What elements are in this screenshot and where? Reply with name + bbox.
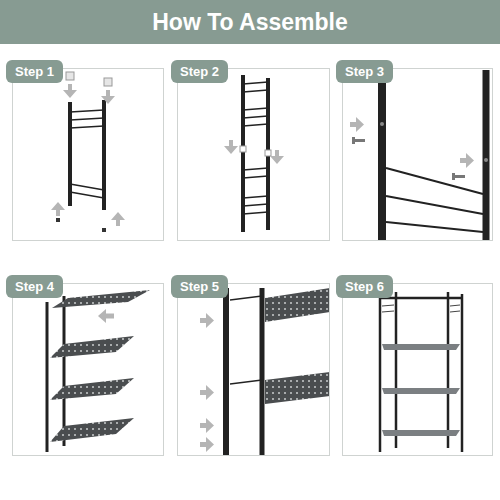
step-panel: Step 1 xyxy=(12,68,164,241)
page-title: How To Assemble xyxy=(0,0,500,44)
step-label: Step 6 xyxy=(336,275,393,298)
step-panel: Step 5 xyxy=(177,283,330,456)
step-panel: Step 3 xyxy=(342,68,493,241)
step-label: Step 2 xyxy=(171,60,228,83)
step-label: Step 1 xyxy=(6,60,63,83)
step-label: Step 4 xyxy=(6,275,63,298)
step-panel: Step 2 xyxy=(177,68,330,241)
step-panel: Step 6 xyxy=(342,283,493,456)
step-label: Step 5 xyxy=(171,275,228,298)
step-panel: Step 4 xyxy=(12,283,164,456)
step-label: Step 3 xyxy=(336,60,393,83)
